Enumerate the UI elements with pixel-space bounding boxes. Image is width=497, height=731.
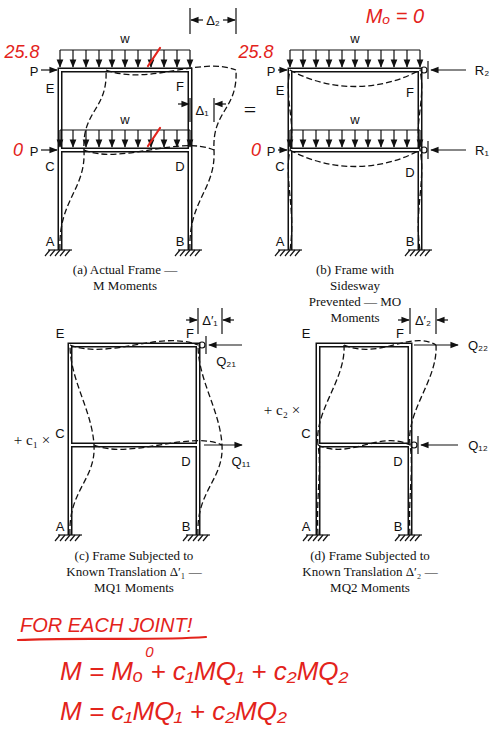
load-symbol: P <box>30 144 39 159</box>
reaction-arrow <box>204 70 466 445</box>
joint-letter: A <box>302 519 311 534</box>
load-symbol: w <box>350 31 359 46</box>
joint-letter: F <box>396 326 404 341</box>
figure-caption: (a) Actual Frame — M Moments <box>66 262 184 294</box>
joint-letter: A <box>46 234 55 249</box>
load-symbol: w <box>350 112 359 127</box>
load-symbol: w <box>120 31 129 46</box>
reaction-label: R₁ <box>475 143 489 158</box>
joint-letter: D <box>393 454 402 469</box>
dimension-line <box>178 8 448 334</box>
joint-letter: B <box>182 519 191 534</box>
distributed-load <box>60 50 420 147</box>
handwritten-value: 25.8 <box>238 42 273 63</box>
joint-letter: F <box>186 326 194 341</box>
load-symbol: P <box>267 64 276 79</box>
load-symbol: w <box>120 112 129 127</box>
joint-letter: C <box>301 426 310 441</box>
joint-letter: B <box>406 234 415 249</box>
figure-caption: (c) Frame Subjected to Known Translation… <box>55 548 213 596</box>
joint-letter: D <box>405 165 414 180</box>
joint-letter: B <box>176 234 185 249</box>
handwritten-equation: M = c₁MQ₁ + c₂MQ₂ <box>60 697 287 727</box>
joint-letter: E <box>46 81 55 96</box>
force-label: Q₂₂ <box>468 338 488 353</box>
handwritten-value: 0 <box>13 140 23 161</box>
handwritten-value: 25.8 <box>4 42 39 63</box>
load-symbol: P <box>267 144 276 159</box>
joint-letter: A <box>56 519 65 534</box>
handwritten-note: Mₒ = 0 <box>366 5 424 28</box>
joint-letter: C <box>55 426 64 441</box>
force-label: Q₁₂ <box>468 438 488 453</box>
joint-letter: C <box>45 159 54 174</box>
handwritten-superscript: 0 <box>145 644 153 661</box>
dimension-label: Δ′₁ <box>201 313 219 328</box>
reaction-label: R₂ <box>475 63 489 78</box>
joint-letter: D <box>181 454 190 469</box>
joint-letter: D <box>175 159 184 174</box>
force-label: Q₁₁ <box>232 454 251 469</box>
joint-letter: B <box>394 519 403 534</box>
roller-support <box>199 61 428 454</box>
fixed-support <box>45 250 432 541</box>
load-symbol: P <box>30 64 39 79</box>
frame-members <box>60 70 420 535</box>
joint-letter: F <box>406 85 414 100</box>
joint-letter: E <box>56 326 65 341</box>
dimension-label: Δ₁ <box>194 103 209 118</box>
deflected-shape <box>60 66 436 535</box>
joint-letter: E <box>302 326 311 341</box>
joint-letter: E <box>276 83 285 98</box>
force-label: Q₂₁ <box>216 354 236 369</box>
force-arrow <box>41 70 287 150</box>
dimension-label: Δ₂ <box>205 13 221 28</box>
handwritten-note: FOR EACH JOINT! <box>20 614 192 637</box>
joint-letter: F <box>176 79 184 94</box>
dimension-label: Δ′₂ <box>414 313 432 328</box>
figure-caption: (d) Frame Subjected to Known Translation… <box>291 548 449 596</box>
coefficient-label: + c₁ × <box>14 432 50 449</box>
handwritten-equation: M = Mₒ + c₁MQ₁ + c₂MQ₂ <box>60 657 348 687</box>
joint-letter: A <box>276 234 285 249</box>
coefficient-label: + c₂ × <box>264 402 300 419</box>
joint-letter: C <box>275 159 284 174</box>
handwritten-value: 0 <box>251 140 261 161</box>
figure-caption: (b) Frame with Sidesway Prevented — MO M… <box>307 262 403 326</box>
operator-sign: = <box>244 97 256 123</box>
